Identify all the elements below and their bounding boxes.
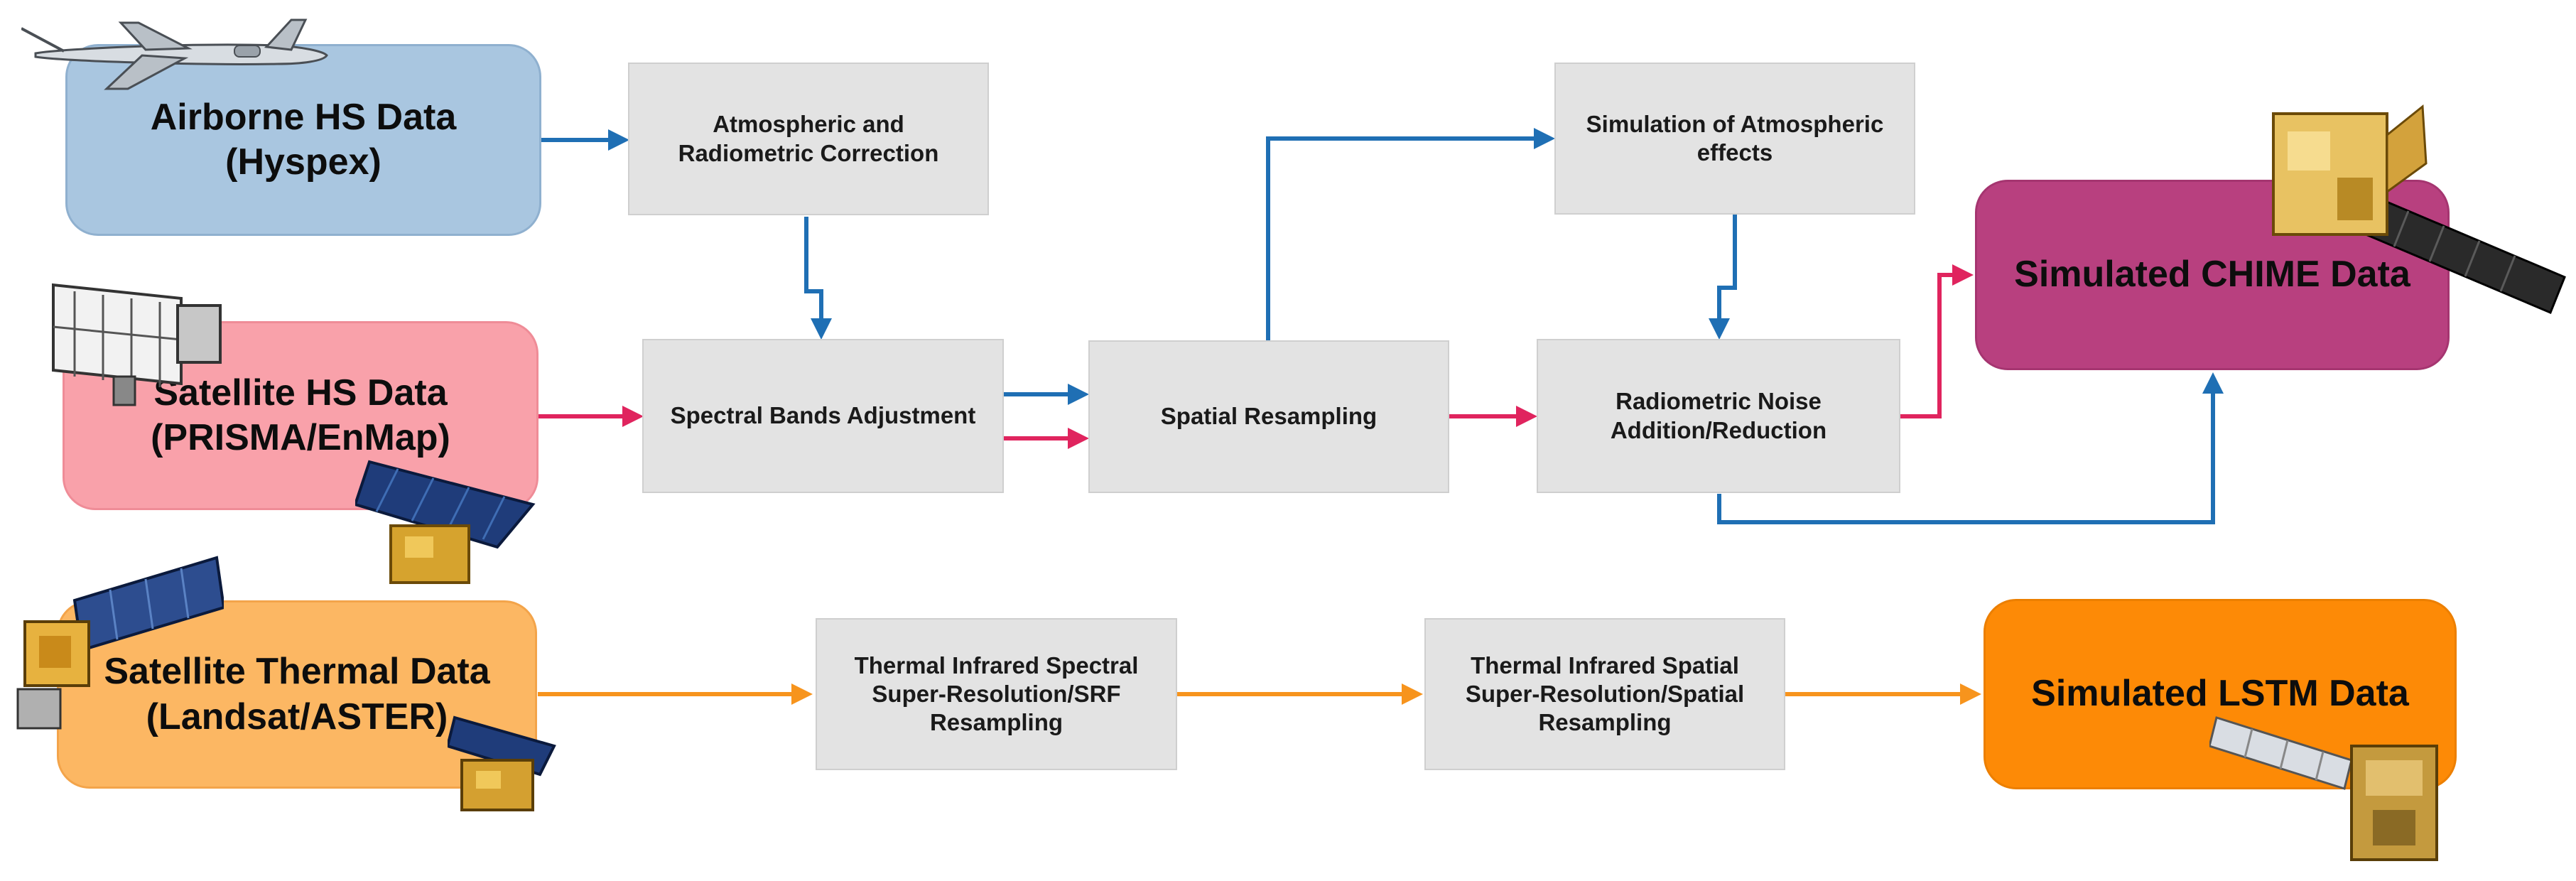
source-satellite-thermal-label: Satellite Thermal Data (Landsat/ASTER) [104, 651, 490, 737]
process-spatial-resampling: Spatial Resampling [1088, 340, 1449, 493]
process-tir-spectral-super-resolution: Thermal Infrared Spectral Super-Resoluti… [816, 618, 1177, 770]
process-tir-spectral-label: Thermal Infrared Spectral Super-Resoluti… [854, 652, 1139, 736]
process-noise-label: Radiometric Noise Addition/Reduction [1610, 388, 1827, 443]
output-chime-label: Simulated CHIME Data [2014, 254, 2410, 296]
satellite-lstm-icon [2209, 716, 2438, 861]
source-satellite-hs-label: Satellite HS Data (PRISMA/EnMap) [151, 372, 450, 458]
process-sim-atm-label: Simulation of Atmospheric effects [1586, 110, 1884, 166]
arrow-spatial-to-sim-atm [1266, 128, 1555, 341]
arrow-noise-to-chime-red [1900, 264, 1974, 418]
satellite-enmap-icon [355, 460, 536, 584]
process-atmospheric-radiometric-correction: Atmospheric and Radiometric Correction [628, 63, 989, 215]
process-spectral-bands-adjustment: Spectral Bands Adjustment [642, 339, 1004, 493]
arrow-sim-atm-to-noise [1709, 215, 1737, 340]
satellite-landsat-icon [16, 556, 224, 730]
process-spatial-label: Spatial Resampling [1160, 403, 1378, 430]
process-simulation-atmospheric-effects: Simulation of Atmospheric effects [1554, 63, 1915, 215]
arrow-atm-to-spectral [804, 217, 832, 340]
process-tir-spatial-label: Thermal Infrared Spatial Super-Resolutio… [1465, 652, 1745, 736]
airplane-icon [21, 18, 328, 90]
process-spectral-label: Spectral Bands Adjustment [670, 402, 976, 429]
arrow-noise-to-chime-blue [1717, 372, 2224, 524]
process-tir-spatial-super-resolution: Thermal Infrared Spatial Super-Resolutio… [1424, 618, 1785, 770]
source-airborne-label: Airborne HS Data (Hyspex) [150, 96, 457, 183]
output-lstm-label: Simulated LSTM Data [2031, 673, 2409, 715]
process-atm-rad-label: Atmospheric and Radiometric Correction [678, 111, 939, 166]
satellite-aster-icon [448, 715, 556, 811]
satellite-prisma-icon [52, 283, 222, 406]
process-radiometric-noise: Radiometric Noise Addition/Reduction [1537, 339, 1900, 493]
satellite-chime-icon [2272, 104, 2566, 314]
